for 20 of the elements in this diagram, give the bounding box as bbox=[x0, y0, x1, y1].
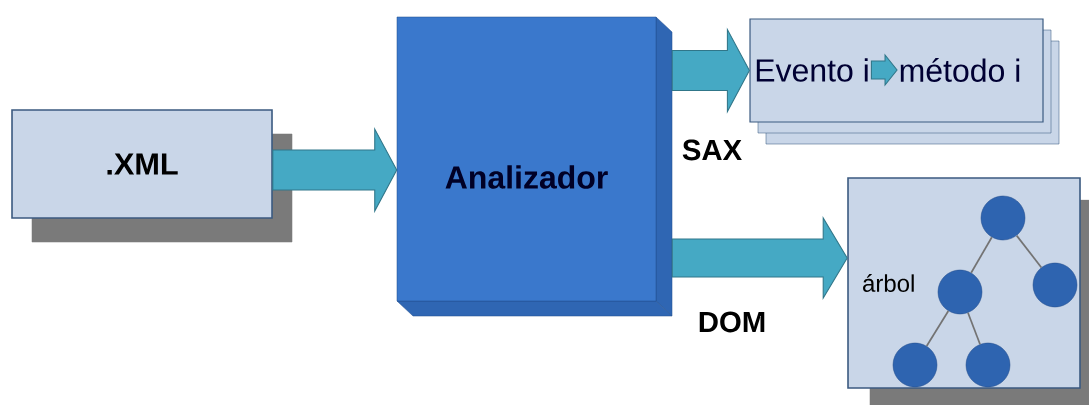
stacked-boxes bbox=[749, 18, 1060, 145]
tree-node-circle bbox=[1032, 262, 1078, 308]
edge-label: SAX bbox=[680, 138, 744, 162]
tree-line bbox=[970, 236, 993, 274]
tree-node-circle bbox=[937, 269, 983, 315]
tree-node-circle bbox=[980, 195, 1026, 241]
box-text: Evento i bbox=[756, 58, 868, 82]
tree-line bbox=[1015, 234, 1043, 269]
block-arrow bbox=[671, 216, 848, 300]
tree-node-circle bbox=[892, 342, 938, 388]
tree-line bbox=[925, 310, 950, 347]
tree-line bbox=[967, 311, 981, 346]
tree-node-circle bbox=[965, 342, 1011, 388]
edge-label: DOM bbox=[696, 310, 768, 334]
block-arrow bbox=[671, 27, 750, 114]
input-box: .XML bbox=[11, 109, 293, 243]
box-text: método i bbox=[900, 58, 1020, 82]
analyzer-block: Analizador bbox=[396, 16, 673, 317]
block-arrow bbox=[272, 126, 398, 214]
block-arrow bbox=[870, 53, 898, 87]
